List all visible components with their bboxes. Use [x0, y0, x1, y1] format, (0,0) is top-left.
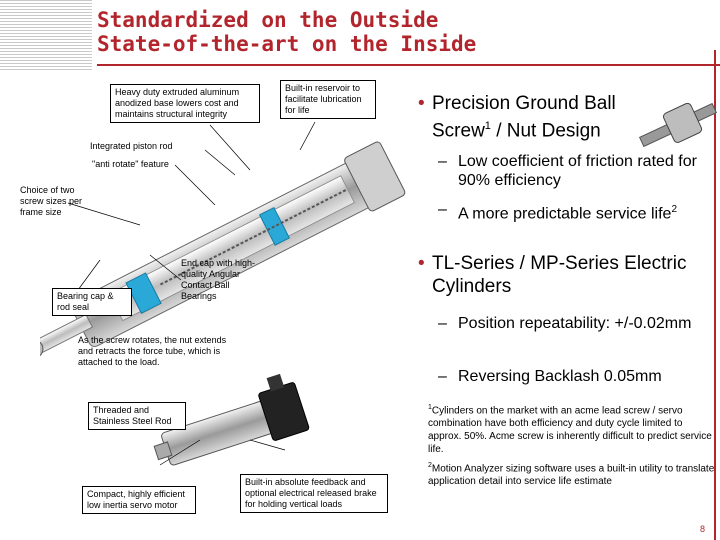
footnote-2-text: Motion Analyzer sizing software uses a b… [428, 463, 715, 488]
callout-reservoir: Built-in reservoir to facilitate lubrica… [280, 80, 376, 119]
bullet-1-tail: / Nut Design [490, 120, 601, 142]
bullet-2-sub-2: – Reversing Backlash 0.05mm [438, 367, 718, 386]
label-end-cap: End cap with high-quality Angular Contac… [181, 258, 256, 301]
page-number: 8 [700, 524, 706, 534]
label-nut-description: As the screw rotates, the nut extends an… [78, 335, 227, 367]
callout-threaded-rod: Threaded and Stainless Steel Rod [88, 402, 186, 430]
dash-icon: – [438, 201, 447, 218]
callout-feedback: Built-in absolute feedback and optional … [240, 474, 388, 513]
dash-icon: – [438, 315, 447, 332]
callout-servo-motor: Compact, highly efficient low inertia se… [82, 486, 196, 514]
bullet-dot-icon: • [418, 253, 425, 274]
ball-screw-illustration [638, 102, 718, 148]
bullet-2-sub-2-text: Reversing Backlash 0.05mm [458, 368, 662, 385]
bullet-1-sub-1: – Low coefficient of friction rated for … [438, 152, 698, 190]
bullet-1-sub-2: – A more predictable service life2 [438, 200, 698, 223]
title-line-1: Standardized on the Outside [97, 8, 439, 32]
title-rule [97, 64, 720, 66]
corner-stripes [0, 0, 92, 70]
bullet-1-text: Precision Ground Ball Screw [432, 93, 616, 142]
bullet-1-sub-2-text: A more predictable service life [458, 205, 672, 223]
bullet-2-sub-1-text: Position repeatability: +/-0.02mm [458, 315, 692, 332]
bullet-2: • TL-Series / MP-Series Electric Cylinde… [418, 252, 702, 298]
label-anti-rotate: "anti rotate" feature [92, 159, 169, 169]
title-line-2: State-of-the-art on the Inside [97, 32, 477, 56]
bullet-1-sub-2-sup: 2 [671, 204, 677, 215]
bullet-2-text: TL-Series / MP-Series Electric Cylinders [432, 253, 687, 297]
bullet-1-sup: 1 [484, 120, 491, 132]
label-screw-sizes: Choice of two screw sizes per frame size [20, 185, 83, 217]
actuator-illustration [40, 141, 406, 359]
callout-base: Heavy duty extruded aluminum anodized ba… [110, 84, 260, 123]
label-piston-rod: Integrated piston rod [90, 141, 173, 151]
dash-icon: – [438, 153, 447, 170]
dash-icon: – [438, 368, 447, 385]
bullet-2-sub-1: – Position repeatability: +/-0.02mm [438, 314, 698, 333]
bullet-1-sub-1-text: Low coefficient of friction rated for 90… [458, 153, 697, 189]
bullet-1: • Precision Ground Ball Screw1 / Nut Des… [418, 92, 672, 142]
right-rule [714, 50, 716, 540]
callout-bearing-cap: Bearing cap & rod seal [52, 288, 132, 316]
footnote-2: 2Motion Analyzer sizing software uses a … [428, 459, 718, 488]
bullet-dot-icon: • [418, 93, 425, 114]
footnote-1: 1Cylinders on the market with an acme le… [428, 401, 718, 456]
footnote-1-mark: 1 [428, 404, 432, 411]
footnote-1-text: Cylinders on the market with an acme lea… [428, 405, 712, 456]
servo-motor-illustration [153, 373, 310, 466]
slide-title: Standardized on the Outside State-of-the… [97, 8, 476, 56]
footnote-2-mark: 2 [428, 462, 432, 469]
